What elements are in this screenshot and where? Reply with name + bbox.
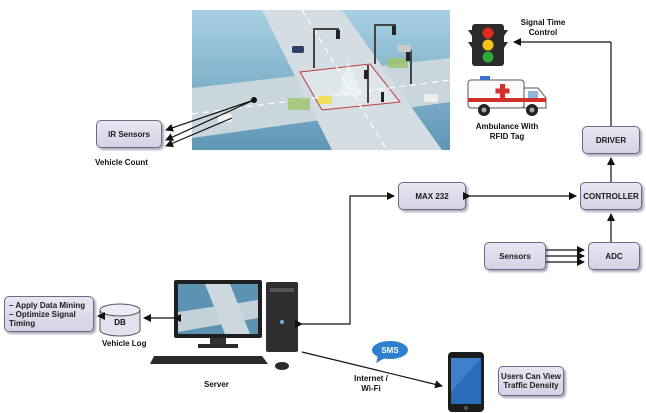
sms-label: SMS (381, 346, 399, 355)
sensors-label: Sensors (499, 251, 531, 261)
sensors-box: Sensors (484, 242, 546, 270)
signal-pole (374, 24, 376, 64)
sensor-beam (338, 60, 362, 96)
signal-head (392, 26, 396, 35)
ambulance-icon (467, 76, 547, 116)
car-icon (424, 94, 438, 102)
intersection-scene (192, 10, 450, 150)
adc-box: ADC (588, 242, 640, 270)
max232-box: MAX 232 (398, 182, 466, 210)
signal-arm (374, 24, 396, 26)
data-mining-box: – Apply Data Mining – Optimize Signal Ti… (4, 296, 94, 332)
signal-head (406, 52, 410, 61)
max232-label: MAX 232 (415, 191, 449, 201)
ir-sensors-box: IR Sensors (96, 120, 162, 148)
ambulance-label: Ambulance With RFID Tag (475, 122, 539, 141)
ir-sensor-arrow (165, 117, 233, 147)
pedestrian-icon (381, 92, 384, 102)
signal-pole (313, 28, 315, 68)
traffic-light-icon (468, 24, 508, 66)
sms-bubble-icon (372, 341, 408, 363)
data-mining-line-2: – Optimize Signal Timing (9, 309, 76, 328)
users-view-label: Users Can View Traffic Density (501, 372, 561, 390)
controller-label: CONTROLLER (583, 191, 639, 201)
vehicle-log-label: Vehicle Log (102, 339, 147, 348)
driver-box: DRIVER (582, 126, 640, 154)
signal-pole (410, 50, 412, 84)
driver-label: DRIVER (595, 135, 627, 145)
controller-box: CONTROLLER (580, 182, 642, 210)
vehicle-count-label: Vehicle Count (95, 158, 148, 167)
users-view-box: Users Can View Traffic Density (498, 366, 564, 396)
signal-arm (313, 28, 339, 30)
car-icon (397, 45, 411, 52)
signal-head (336, 30, 340, 39)
lane-marking (301, 10, 388, 150)
server-computer-icon (150, 280, 298, 370)
db-label: DB (114, 318, 126, 327)
server-max232-arrow (295, 192, 395, 328)
signal-time-control-label: Signal Time Control (520, 18, 566, 37)
ir-sensor-arrow (165, 99, 255, 141)
ir-sensor-arrow (165, 99, 255, 132)
adc-label: ADC (605, 251, 623, 261)
signal-head (364, 70, 368, 79)
crosswalk (388, 58, 408, 68)
car-icon (292, 46, 304, 53)
server-label: Server (204, 380, 229, 389)
crosswalk (288, 98, 310, 110)
ir-sensors-label: IR Sensors (108, 129, 150, 139)
database-icon (99, 303, 141, 337)
internet-wifi-label: Internet / Wi-Fi (354, 374, 388, 393)
server-phone-arrow (301, 351, 443, 389)
smartphone-icon (448, 352, 484, 412)
signal-pole (367, 65, 369, 103)
car-icon (318, 96, 332, 104)
data-mining-line-1: – Apply Data Mining (9, 300, 86, 310)
